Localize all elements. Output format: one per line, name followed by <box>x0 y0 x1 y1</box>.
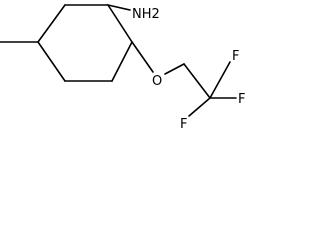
ring-bond <box>111 41 133 82</box>
cf-bond-bottom <box>188 97 211 117</box>
amine-label: NH2 <box>132 7 160 22</box>
c-o-bond <box>131 41 154 73</box>
chemical-structure: NH2 O F F F <box>0 4 245 131</box>
cf-bond-top <box>209 61 231 99</box>
ether-oxygen-label: O <box>152 74 162 89</box>
fluorine-right-label: F <box>238 92 245 107</box>
ring-bond <box>37 4 66 43</box>
o-ch2-bond <box>164 63 185 75</box>
ch2-cf3-bond <box>183 63 211 99</box>
cyclohexane-ring <box>37 4 133 82</box>
amine-bond <box>107 4 131 11</box>
fluorine-bottom-label: F <box>180 117 187 131</box>
ring-bond <box>107 4 133 43</box>
fluorine-top-label: F <box>232 49 239 64</box>
ring-bond <box>37 41 66 82</box>
